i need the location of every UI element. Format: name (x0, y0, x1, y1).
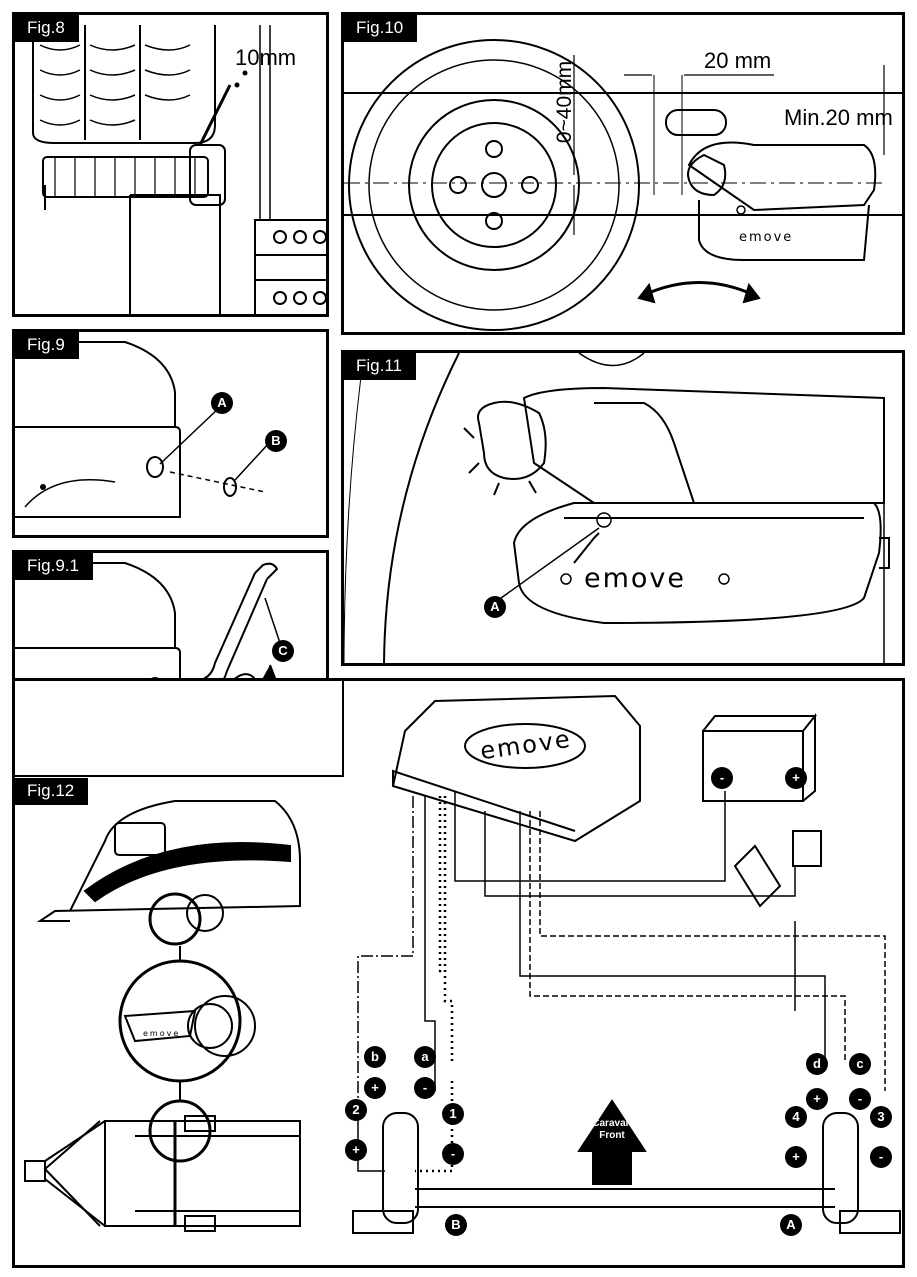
wire-c-sign: - (849, 1088, 871, 1110)
fig12-small-brand: emove (143, 1029, 181, 1038)
caravan-front-line1: Caravan (592, 1118, 632, 1129)
wire-d-sign: + (806, 1088, 828, 1110)
wire-d-letter: d (806, 1053, 828, 1075)
fig11-brand: emove (584, 563, 687, 594)
fig12-label: Fig.12 (15, 778, 89, 805)
battery-minus-terminal: - (711, 767, 733, 789)
fig8-measure: 10mm (235, 45, 297, 70)
fig10-label: Fig.10 (344, 15, 418, 42)
caravan-front-line2: Front (599, 1130, 625, 1141)
motor-left-callout: B (445, 1214, 467, 1236)
fig10-measure-vertical: 0~40mm (553, 60, 577, 144)
wire-a-sign: - (414, 1077, 436, 1099)
battery-plus-terminal: + (785, 767, 807, 789)
wire-2-letter: 2 (345, 1099, 367, 1121)
fig10-measure-min: Min.20 mm (784, 105, 893, 130)
fig12-drawing (15, 681, 901, 1234)
wire-b-sign: + (364, 1077, 386, 1099)
wire-4-letter: 4 (785, 1106, 807, 1128)
fig91-callout-c: C (272, 640, 294, 662)
fig11-panel: Fig.11 emove A (341, 350, 905, 666)
fig10-panel: Fig.10 0~ (341, 12, 905, 335)
fig9-callout-a: A (211, 392, 233, 414)
wire-3-sign: - (870, 1146, 892, 1168)
wire-2-sign: + (345, 1139, 367, 1161)
wire-c-letter: c (849, 1053, 871, 1075)
fig91-label: Fig.9.1 (15, 553, 93, 580)
fig9-callout-b: B (265, 430, 287, 452)
wire-1-letter: 1 (442, 1103, 464, 1125)
fig8-panel: Fig.8 10mm (12, 12, 329, 317)
wire-4-sign: + (785, 1146, 807, 1168)
wire-3-letter: 3 (870, 1106, 892, 1128)
fig10-brand: emove (739, 230, 794, 245)
fig11-callout-a: A (484, 596, 506, 618)
wire-1-sign: - (442, 1143, 464, 1165)
fig9-label: Fig.9 (15, 332, 79, 359)
fig11-drawing (344, 353, 890, 663)
fig8-drawing (32, 25, 326, 314)
fig9-drawing (15, 341, 271, 518)
motor-right-callout: A (780, 1214, 802, 1236)
fig9-panel: Fig.9 A B (12, 329, 329, 538)
fig8-label: Fig.8 (15, 15, 79, 42)
fig10-drawing (344, 39, 902, 331)
fig12-panel: Fig.12 (12, 678, 905, 1268)
fig11-label: Fig.11 (344, 353, 416, 380)
wire-b-letter: b (364, 1046, 386, 1068)
fig10-measure-gap: 20 mm (704, 48, 772, 73)
wire-a-letter: a (414, 1046, 436, 1068)
caravan-front-label: Caravan Front (587, 1118, 637, 1142)
